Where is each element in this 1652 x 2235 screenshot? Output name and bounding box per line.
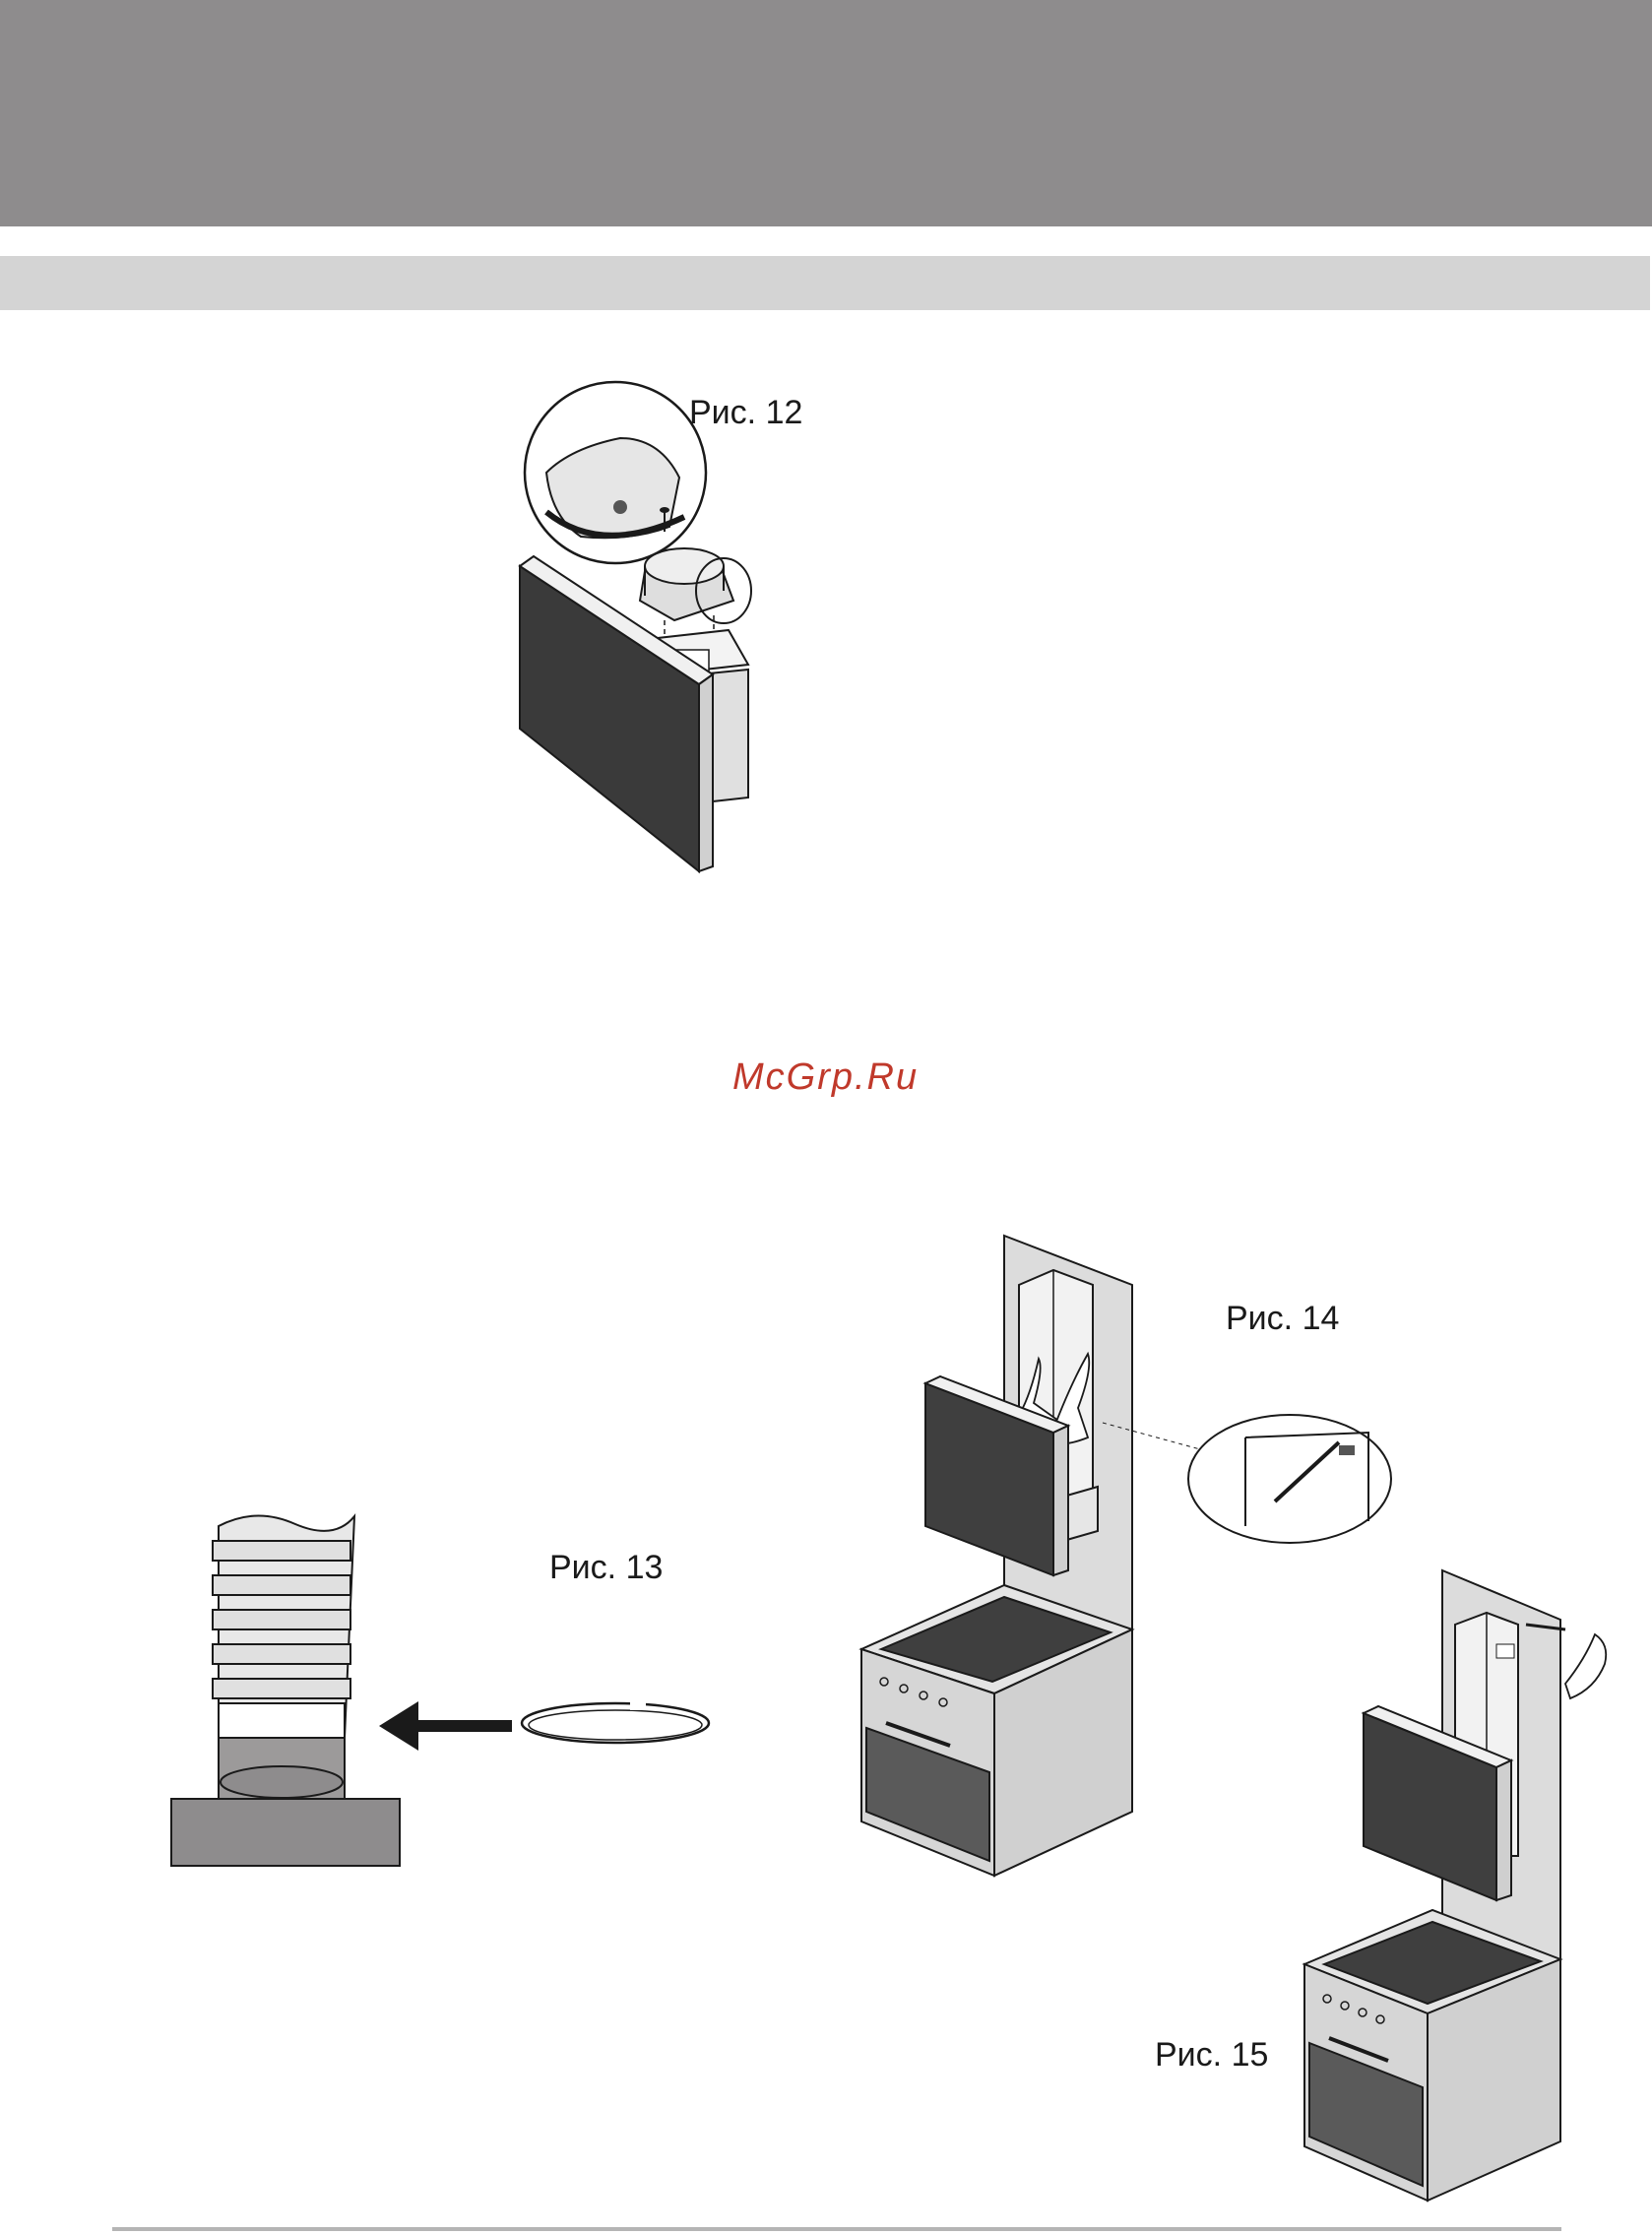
fig14-detail-ellipse <box>1188 1415 1391 1543</box>
header-band <box>0 0 1652 226</box>
fig13-base <box>171 1799 400 1866</box>
fig15-caption: Рис. 15 <box>1155 2036 1268 2075</box>
fig12-flange <box>640 548 751 623</box>
fig13-illustration <box>167 1497 738 1871</box>
footer-rule <box>112 2227 1561 2231</box>
watermark: McGrp.Ru <box>732 1056 919 1099</box>
fig15-illustration <box>1300 1565 1615 2215</box>
fig13-arrow <box>379 1701 512 1751</box>
fig14-cooker <box>861 1585 1132 1876</box>
fig12-detail-circle <box>525 382 706 563</box>
fig13-pipe <box>213 1515 354 1738</box>
section-band <box>0 256 1650 310</box>
fig15-cooker <box>1304 1910 1560 2201</box>
fig12-illustration <box>512 379 768 891</box>
fig13-ring <box>522 1698 709 1743</box>
